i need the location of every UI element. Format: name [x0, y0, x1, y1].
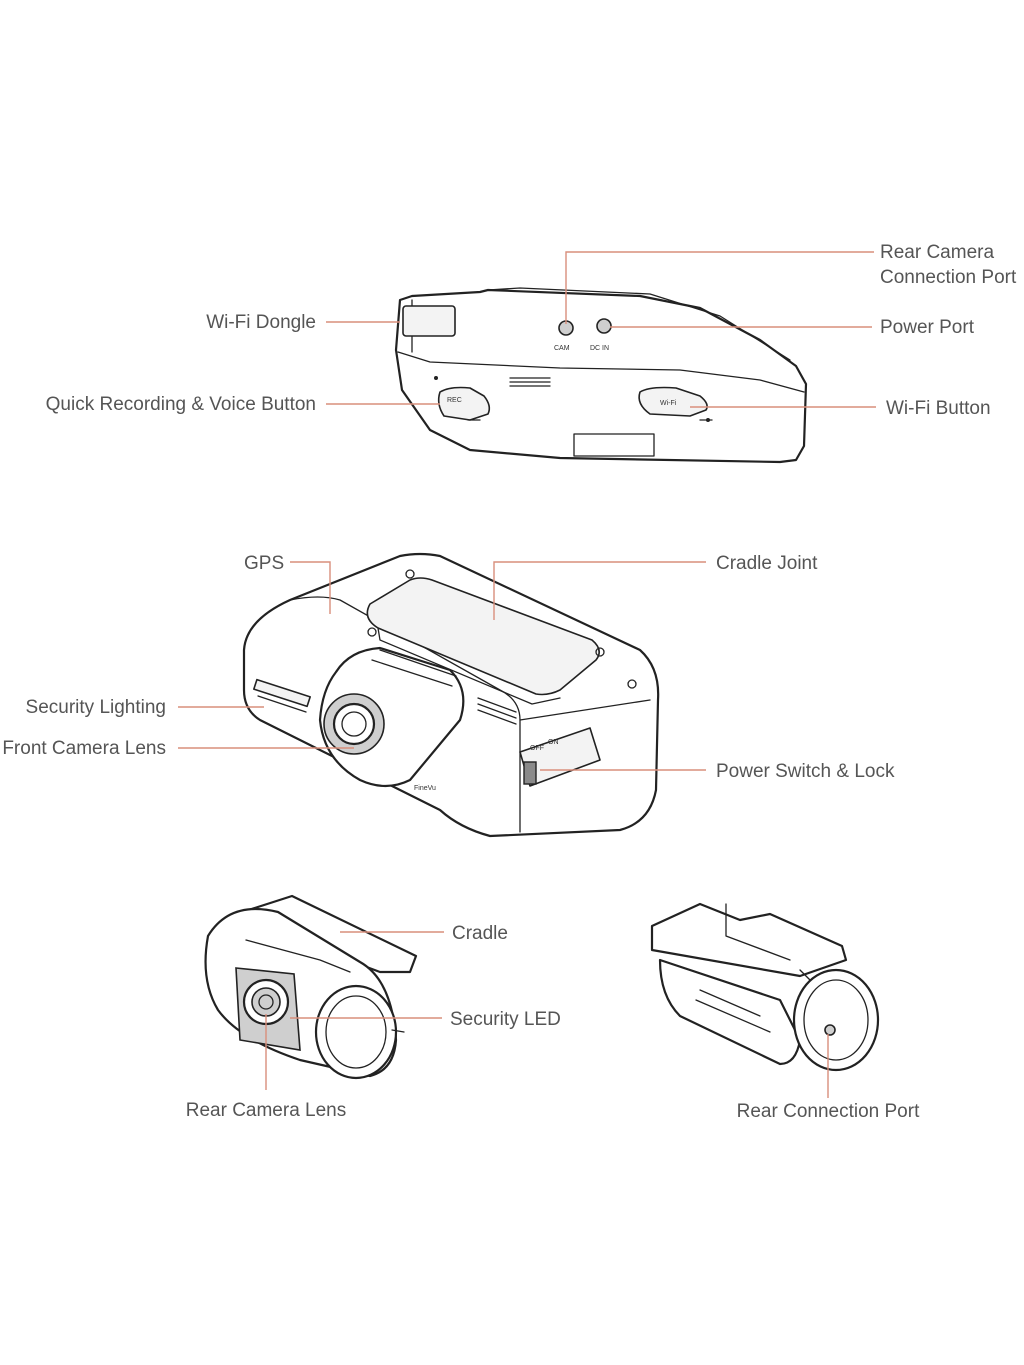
label-cradle: Cradle [452, 923, 508, 944]
switch-off-mark: OFF [530, 745, 544, 752]
label-front-camera-lens: Front Camera Lens [2, 738, 166, 759]
label-wifi-dongle: Wi-Fi Dongle [206, 312, 316, 333]
wifi-dongle-slot [402, 305, 456, 337]
brand-mark: FineVu [414, 785, 436, 792]
main-unit-underside-view: CAM DC IN REC Wi-Fi [394, 287, 808, 464]
label-power-switch-lock: Power Switch & Lock [716, 761, 895, 782]
switch-on-mark: ON [548, 739, 559, 746]
leader-lines [178, 251, 876, 1098]
label-rear-camera-port-line2: Connection Port [880, 267, 1017, 288]
rear-connection-port-hole [824, 1024, 836, 1036]
rec-button-shape [437, 386, 491, 421]
label-cradle-joint: Cradle Joint [716, 553, 818, 574]
label-power-port: Power Port [880, 317, 975, 338]
dc-in-port [596, 318, 612, 334]
label-security-led: Security LED [450, 1009, 561, 1030]
cam-port-mark: CAM [554, 345, 570, 352]
label-rear-camera-port-line1: Rear Camera [880, 242, 994, 263]
label-rear-camera-lens: Rear Camera Lens [186, 1100, 347, 1121]
main-unit-front-view: OFF ON FineVu [242, 552, 660, 838]
power-switch [523, 761, 537, 785]
cradle-joint-shape [366, 577, 600, 696]
label-gps: GPS [244, 553, 284, 574]
label-quick-recording-voice-button: Quick Recording & Voice Button [46, 394, 316, 415]
rear-lens [251, 987, 281, 1017]
rear-camera-front-view [204, 894, 418, 1080]
label-security-lighting: Security Lighting [26, 697, 166, 718]
rear-camera-back-view [650, 902, 880, 1072]
wifi-button-shape [638, 386, 708, 417]
label-rear-connection-port: Rear Connection Port [737, 1101, 920, 1122]
dc-in-port-mark: DC IN [590, 345, 609, 352]
label-wifi-button: Wi-Fi Button [886, 398, 991, 419]
callout-labels: Wi-Fi Dongle Quick Recording & Voice But… [2, 242, 1017, 1122]
wifi-button-mark: Wi-Fi [660, 400, 677, 407]
rec-button-mark: REC [447, 397, 462, 404]
